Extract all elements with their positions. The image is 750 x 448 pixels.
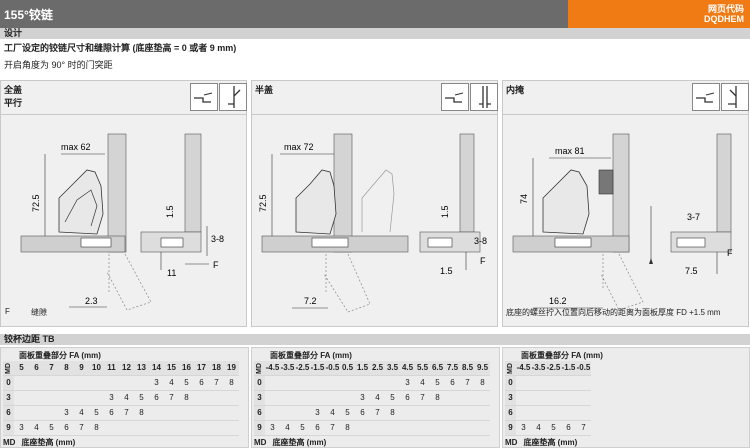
col-header: 5 [14,361,29,376]
col-header: 12 [119,361,134,376]
col-header: 13 [134,361,149,376]
col-header: 15 [164,361,179,376]
col-header: 8 [59,361,74,376]
col-header: 9 [74,361,89,376]
full-overlay-door-icon [190,83,218,111]
dim-v1: 1.5 [440,205,450,218]
dim-height: 72.5 [258,194,268,212]
design-section-bar: 设计 [0,28,750,39]
dim-v2: 3-8 [211,234,224,244]
dim-max: max 81 [555,146,585,156]
dim-v1: 1.5 [165,205,175,218]
dim-v2: 3-8 [474,236,487,246]
tb-table-full-overlay: 面板重叠部分 FA (mm) MD 5 6 7 8 9 10 11 12 13 … [0,347,249,448]
tb-table: MD 5 6 7 8 9 10 11 12 13 14 15 16 17 18 … [3,361,239,436]
dim-b2: 16.2 [549,296,567,306]
footnote-gap: 缝隙 [31,308,47,317]
inset-drawing: max 81 74 3-7 F 7.5 16.2 [512,133,733,311]
inset-door-icon [692,83,720,111]
col-header: 11 [104,361,119,376]
table-row: 3 [505,390,591,406]
page-title: 155°铰链 [4,8,53,22]
web-code-badge: 网页代码 DQDHEM [568,0,750,28]
inset-hinge-icon [721,83,749,111]
col-header: 17 [194,361,209,376]
dim-b2: 2.3 [85,296,98,306]
design-subtext: 开启角度为 90° 时的门突距 [4,60,113,70]
col-header: 7 [44,361,59,376]
md-header: MD [505,361,516,375]
full-overlay-drawing: max 62 72.5 1.5 3-8 11 F 2.3 [20,133,224,311]
col-header: 16 [179,361,194,376]
table-row: 6 [505,405,591,421]
web-code-value: DQDHEM [704,14,744,24]
half-overlay-door-icon [441,83,469,111]
page-header: 155°铰链 网页代码 DQDHEM [0,0,750,28]
panel-subtitle: 平行 [4,98,23,108]
dim-b1: 7.5 [685,266,698,276]
col-header: 10 [89,361,104,376]
dim-height: 74 [519,194,529,204]
table-caption: 面板重叠部分 FA (mm) [521,351,603,360]
panel-title: 半盖 [255,85,274,95]
dim-F: F [213,260,219,270]
full-overlay-hinge-icon [219,83,247,111]
md-header: MD [254,361,265,375]
dim-F: F [480,256,486,266]
col-header: 14 [149,361,164,376]
table-caption: 面板重叠部分 FA (mm) [19,351,101,360]
col-header: 19 [224,361,239,376]
dim-F: F [727,248,733,258]
tb-section-bar: 铰杯边距 TB [0,334,750,345]
dim-b2: 7.2 [304,296,317,306]
dim-height: 72.5 [31,194,41,212]
design-heading: 工厂设定的铰链尺寸和缝隙计算 (底座垫高 = 0 或者 9 mm) [4,43,237,53]
table-row: 0 [505,375,591,391]
footnote-F: F [5,307,10,316]
web-code-label: 网页代码 [707,4,744,14]
dim-b1: 11 [167,268,176,278]
dim-max: max 62 [61,142,91,152]
tb-table-inset: 面板重叠部分 FA (mm) MD -4.5-3.5-2.5-1.5-0.5 0… [502,347,750,448]
inset-footnote: 底座的螺丝拧入位置向后移动的距离为面板厚度 FD +1.5 mm [506,308,721,317]
table-caption: 面板重叠部分 FA (mm) [270,351,352,360]
panel-half-overlay: 半盖 max 72 72.5 1.5 3-8 F 1.5 [251,80,498,327]
col-header: 18 [209,361,224,376]
half-overlay-hinge-icon [470,83,498,111]
panel-title: 全盖 [4,85,23,95]
md-header: MD [3,361,14,375]
panel-inset: 内掩 max 81 74 3-7 F 7.5 [502,80,749,327]
dim-b1: 1.5 [440,266,453,276]
half-overlay-drawing: max 72 72.5 1.5 3-8 F 1.5 7.2 [258,133,487,313]
dim-max: max 72 [284,142,314,152]
panel-title: 内掩 [506,85,525,95]
dim-v1: 3-7 [687,212,700,222]
col-header: 6 [29,361,44,376]
panel-full-overlay: 全盖 平行 max 62 72.5 1.5 3 [0,80,247,327]
